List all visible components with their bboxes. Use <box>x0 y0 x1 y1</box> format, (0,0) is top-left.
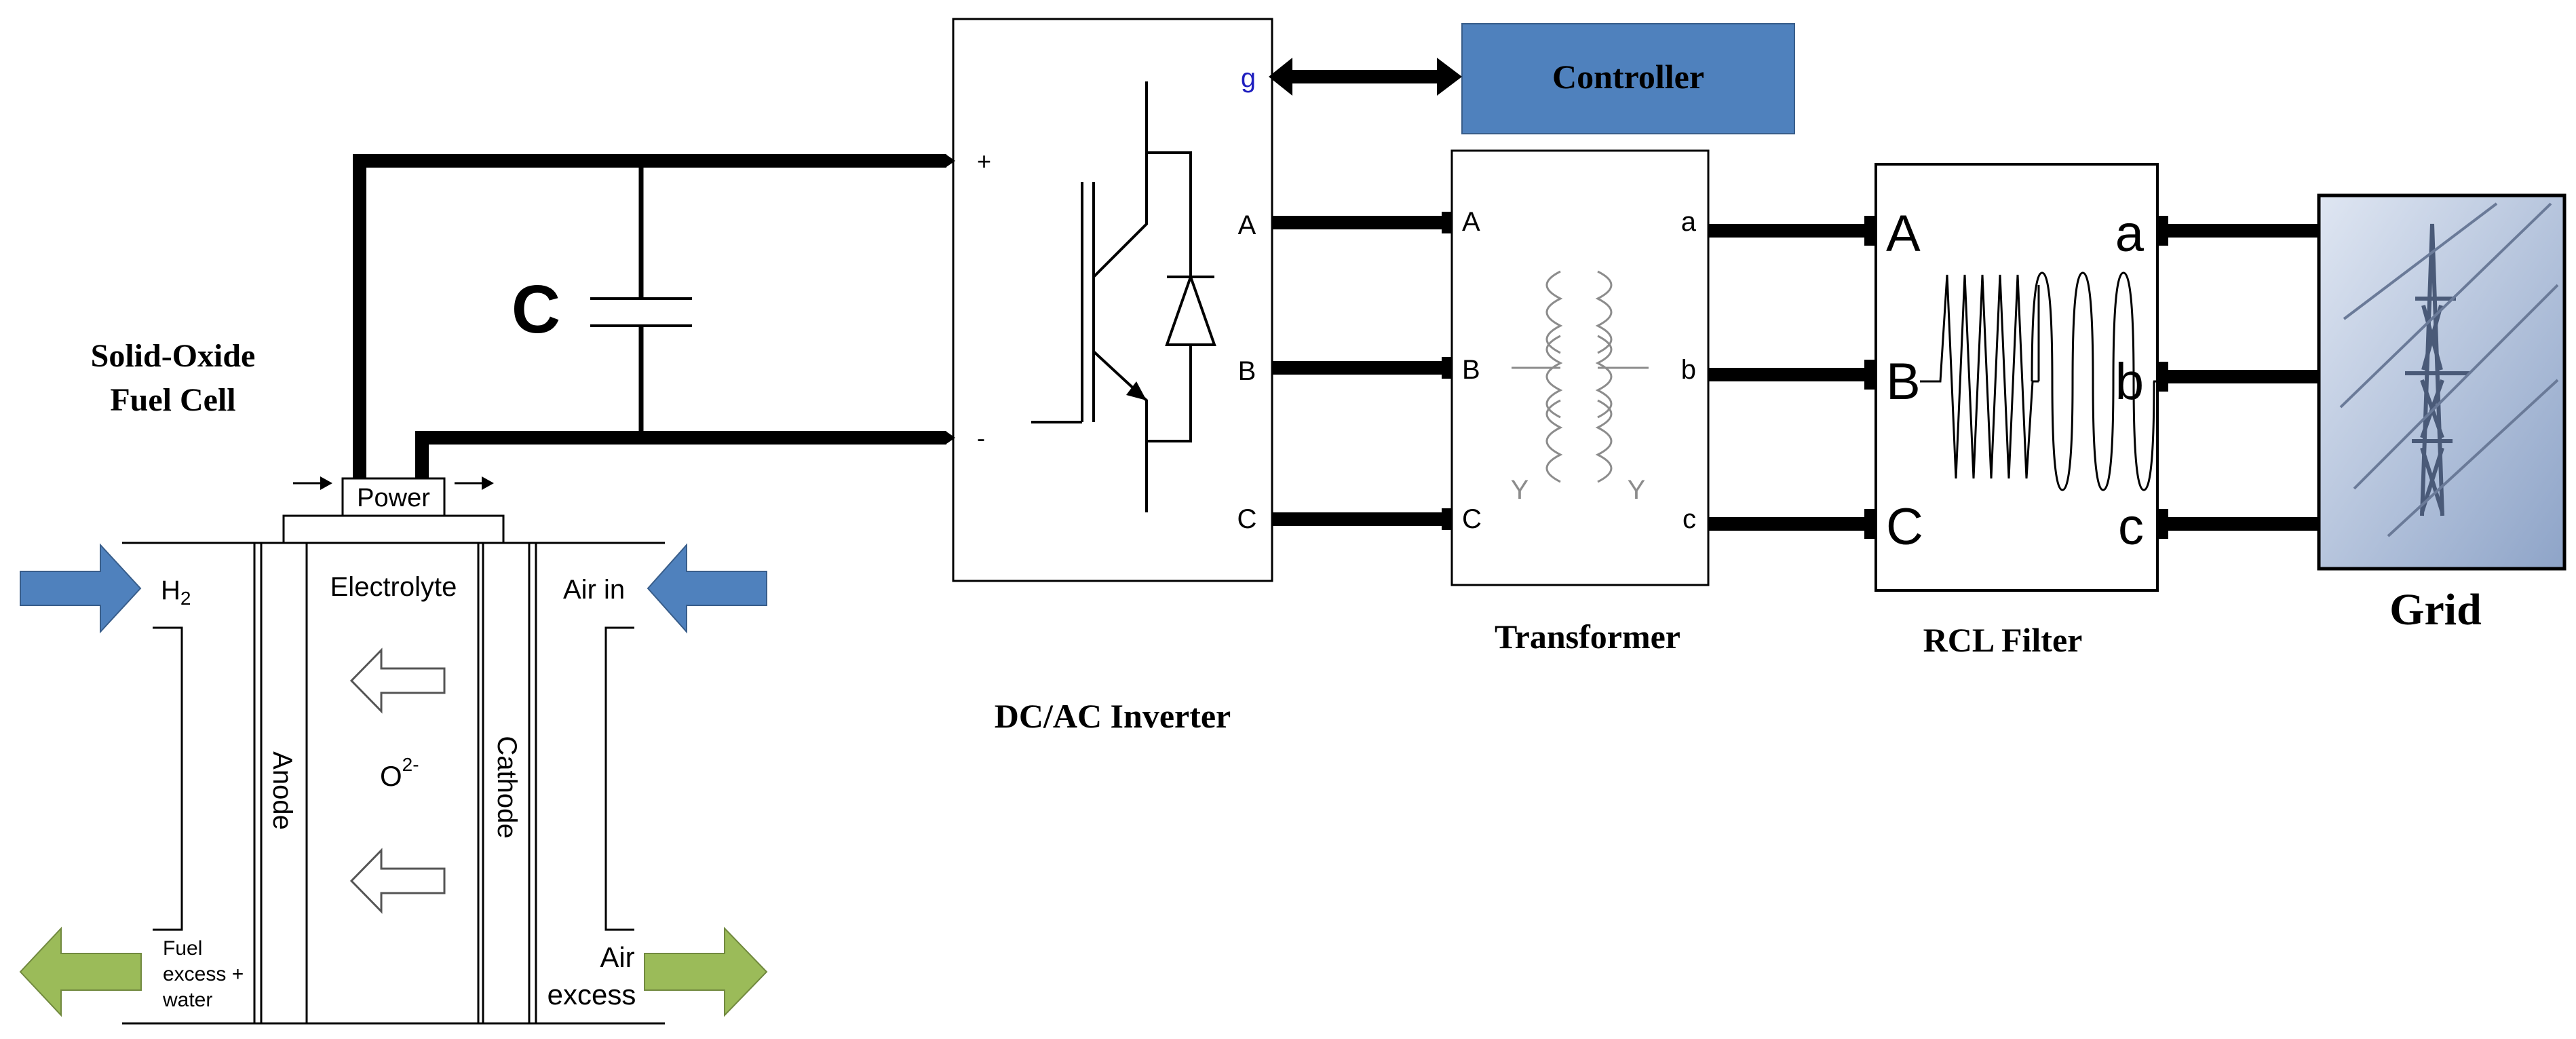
transformer-out-b-label: b <box>1681 355 1696 385</box>
air-excess-line2: excess <box>547 979 636 1010</box>
inverter-phase-a-label: A <box>1238 210 1256 240</box>
oxide-ion-label: O2- <box>380 754 419 792</box>
electrolyte-label: Electrolyte <box>330 572 457 602</box>
transformer-out-a-label: a <box>1681 207 1697 237</box>
transformer-secondary-y: Y <box>1628 475 1646 505</box>
power-arrow-right <box>455 476 494 490</box>
grid: Grid <box>2317 193 2567 635</box>
ion-arrow-upper <box>349 647 446 714</box>
inverter-transformer-wires <box>1272 216 1445 526</box>
fuel-cell-title-line2: Fuel Cell <box>110 382 235 418</box>
cathode-label: Cathode <box>492 736 522 838</box>
filter-grid-wires <box>2159 224 2319 531</box>
h2-arrow-icon <box>20 543 142 634</box>
h2-label: H2 <box>161 575 191 609</box>
transformer-in-c-label: C <box>1462 504 1482 534</box>
filter-out-a-label: a <box>2115 205 2145 263</box>
inverter-block <box>952 18 1273 582</box>
fuel-excess-line3: water <box>162 989 212 1011</box>
resistor-symbol <box>1920 274 2039 479</box>
controller-block <box>1461 23 1795 134</box>
cathode-channel <box>604 626 634 931</box>
fuel-excess-line2: excess + <box>163 963 244 985</box>
inverter-phase-b-label: B <box>1238 356 1256 386</box>
filter-block <box>1875 163 2159 592</box>
fuel-cell: Solid-Oxide Fuel Cell Power Electrolyte … <box>19 338 768 1025</box>
inverter-gate-label: g <box>1241 63 1256 93</box>
transformer-block <box>1450 149 1710 586</box>
transformer-out-c-label: c <box>1683 504 1696 534</box>
filter-in-c-label: C <box>1886 498 1923 556</box>
filter-out-b-label: b <box>2115 353 2144 411</box>
controller-label: Controller <box>1552 58 1704 96</box>
filter-title: RCL Filter <box>1923 621 2083 659</box>
dc-positive-wire <box>353 154 946 478</box>
filter-in-a-label: A <box>1886 205 1921 263</box>
transformer-in-b-label: B <box>1462 355 1480 385</box>
inverter-minus-label: - <box>977 424 985 452</box>
controller: Controller <box>1269 23 1795 134</box>
air-in-label: Air in <box>563 575 625 605</box>
transformer-primary-y: Y <box>1511 475 1529 505</box>
power-bracket <box>282 514 505 543</box>
transformer-coils-symbol <box>1512 270 1649 483</box>
dc-negative-wire <box>415 431 946 478</box>
transformer-filter-wires <box>1708 224 1867 531</box>
fuel-excess-line1: Fuel <box>163 937 202 960</box>
grid-title: Grid <box>2389 585 2482 635</box>
air-in-arrow-icon <box>647 543 767 634</box>
dc-bus: C <box>353 154 946 478</box>
transformer-in-a-label: A <box>1462 207 1480 237</box>
anode-channel <box>153 626 183 931</box>
fuel-cell-title-line1: Solid-Oxide <box>91 338 256 374</box>
power-arrow-left <box>293 476 332 490</box>
anode-label: Anode <box>267 751 297 830</box>
power-label: Power <box>357 484 430 512</box>
inverter-title: DC/AC Inverter <box>995 697 1231 735</box>
power-lines-icon <box>2339 202 2559 537</box>
capacitor-label: C <box>512 271 560 347</box>
rcl-filter: A B C a b c RCL Filter <box>1875 163 2161 659</box>
fuel-excess-arrow-icon <box>19 926 142 1017</box>
control-link-arrow <box>1269 58 1462 96</box>
transformer: A B C a b c Y Y Transformer <box>1450 149 1710 656</box>
air-excess-arrow-icon <box>644 926 768 1017</box>
ion-arrow-lower <box>349 848 446 914</box>
air-excess-line1: Air <box>600 941 634 973</box>
filter-out-c-label: c <box>2118 498 2144 556</box>
inverter-phase-c-label: C <box>1237 504 1257 534</box>
inverter: + - g A B C DC/AC Inverter <box>946 18 1273 735</box>
filter-in-b-label: B <box>1886 353 1921 411</box>
inverter-plus-label: + <box>977 147 991 175</box>
transformer-title: Transformer <box>1495 618 1680 656</box>
